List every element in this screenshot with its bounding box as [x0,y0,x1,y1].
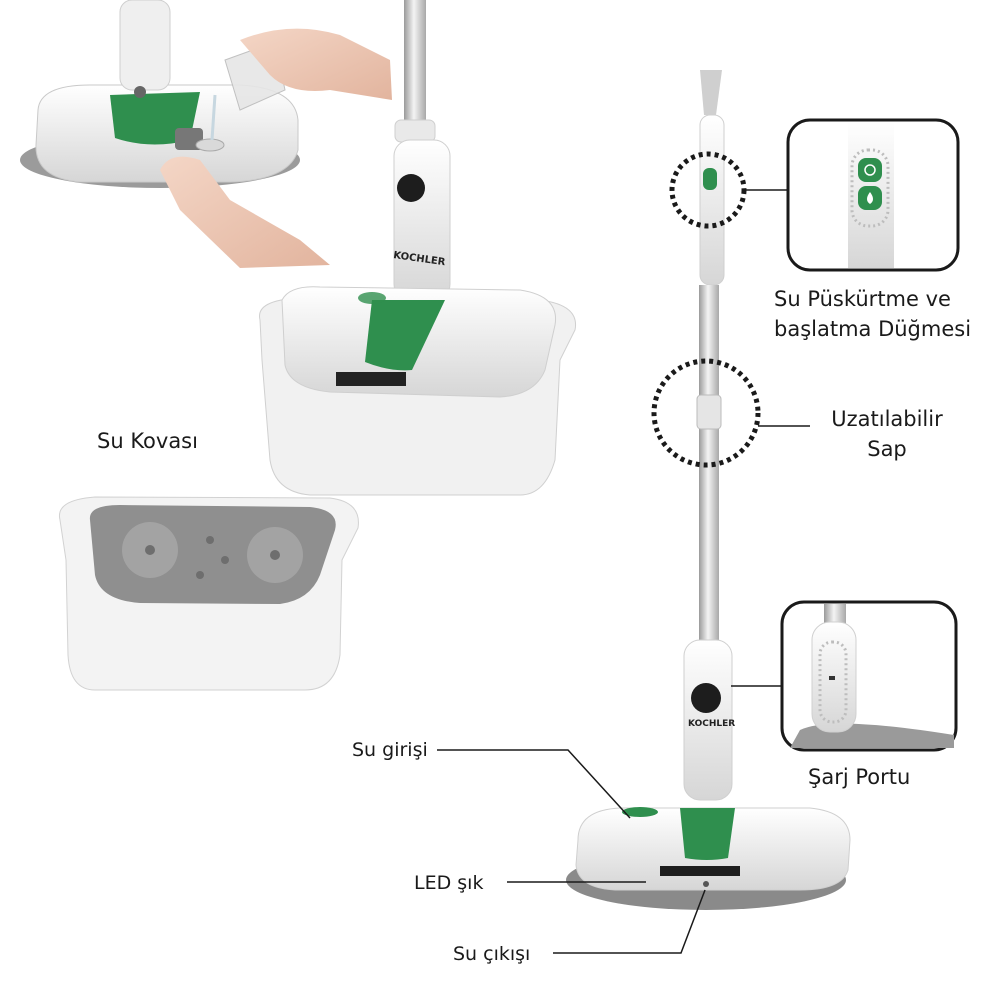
inset-power-icon [858,158,882,182]
handle-label-line2: Sap [867,437,907,461]
small-spray-button [703,168,717,190]
inset-port-dot [829,676,835,680]
water-outlet-label: Su çıkışı [453,943,531,965]
spray-button-label-line2: başlatma Düğmesi [774,317,972,341]
docked-handle-body [393,139,451,301]
lower-handle-body [683,639,733,801]
charge-port-inset [780,600,958,752]
water-stream [210,94,217,141]
power-button [691,683,721,713]
inset-port-ring [818,640,848,724]
led-label: LED şık [414,872,484,894]
telescopic-joint [696,394,722,430]
standing-mop-illustration: KOCHLER [566,70,851,910]
outlet-leader-line [553,889,706,954]
mop-in-bucket-illustration: KOCHLER [259,0,577,496]
hand-holding [160,156,330,268]
filter-holes [122,522,303,583]
water-inlet-label: Su girişi [352,739,428,761]
handle-joint-highlight [651,358,761,468]
docked-led-strip [336,372,406,386]
pole-clamp [394,119,436,143]
water-outlet-hole [703,881,709,887]
hand-pouring [240,28,392,101]
bucket-label: Su Kovası [97,429,198,453]
upper-handle [699,114,725,286]
filling-water-illustration [20,0,392,268]
inlet-hole [195,138,225,152]
green-grip-main [680,808,735,860]
joint-screw [134,86,146,98]
water-bucket-illustration [58,496,359,691]
charge-port-label: Şarj Portu [808,765,911,789]
handle-label-line1: Uzatılabilir [831,407,943,431]
spray-button-label-line1: Su Püskürtme ve [774,287,951,311]
docked-inlet [358,292,386,304]
spray-button-label: Su Püskürtme ve başlatma Düğmesi [774,284,971,344]
aluminium-pole [699,285,719,655]
brand-logo: KOCHLER [688,719,735,729]
spray-button-inset [786,118,960,272]
handle-tip [700,70,722,115]
led-strip [660,866,740,876]
inset-dotted-ring [850,148,890,228]
water-inlet-lid [622,807,658,817]
docked-green-grip [365,300,445,371]
handle-base [119,0,171,91]
docked-power-button [397,174,425,202]
inlet-leader-line [437,749,631,819]
docked-pole [404,0,426,150]
handle-label: Uzatılabilir Sap [820,404,954,464]
